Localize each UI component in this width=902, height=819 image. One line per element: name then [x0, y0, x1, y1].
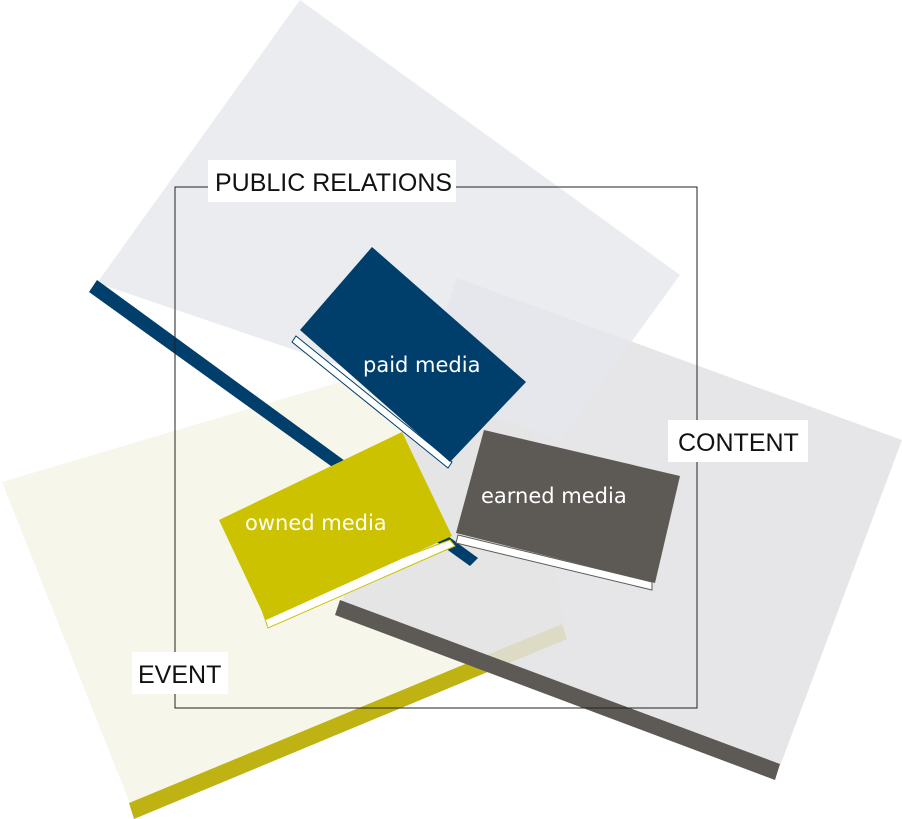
earned-media-shadow: [455, 534, 653, 591]
owned-media-label: owned media: [245, 511, 387, 535]
paid-media-card: [300, 247, 526, 462]
earned-media-card: [456, 430, 680, 583]
content-label: CONTENT: [678, 429, 799, 457]
public-relations-area: [97, 0, 680, 440]
public-relations-label-box: PUBLIC RELATIONS: [208, 160, 456, 202]
paid-media-shadow: [291, 335, 453, 469]
content-area-edge: [335, 600, 780, 780]
content-label-box: CONTENT: [668, 420, 808, 462]
event-area-edge: [129, 624, 567, 819]
earned-media-label: earned media: [481, 484, 627, 508]
event-label-box: EVENT: [132, 652, 228, 694]
event-label: EVENT: [138, 661, 221, 689]
paid-media-label: paid media: [363, 353, 480, 377]
public-relations-label: PUBLIC RELATIONS: [215, 169, 452, 197]
owned-media-card: [219, 432, 452, 620]
